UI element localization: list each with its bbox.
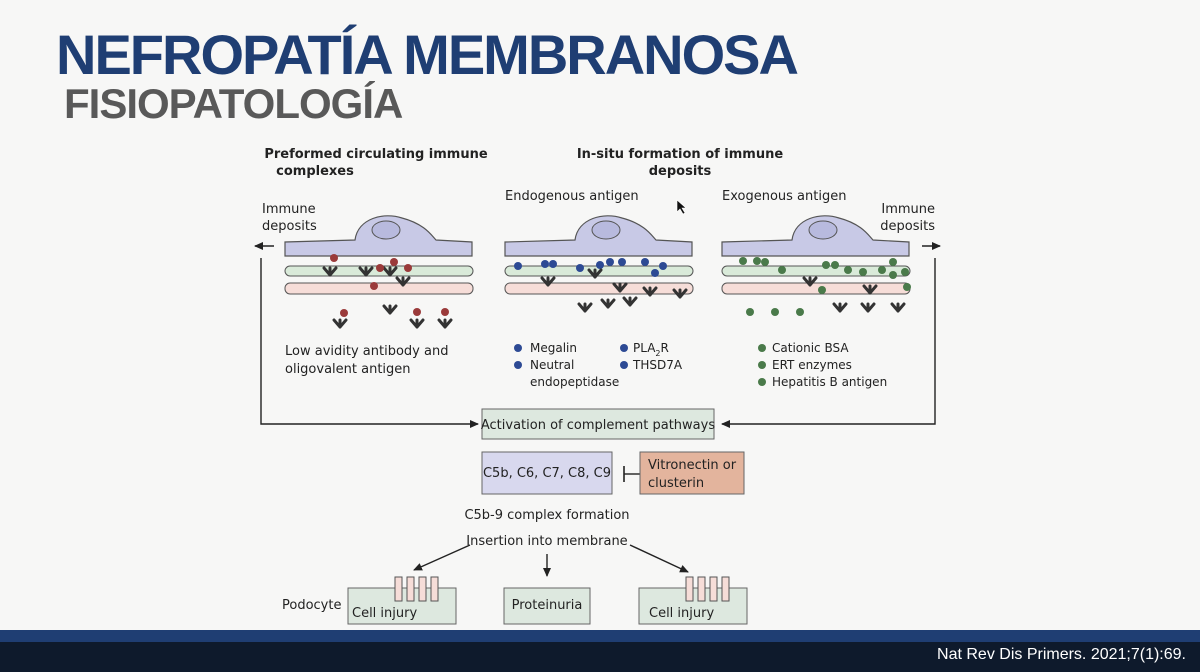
endothelium-right: [721, 282, 911, 295]
immune-deposits-left-line1: Immune: [262, 202, 316, 217]
inhibitor-line2: clusterin: [648, 476, 704, 491]
pathophysiology-diagram: Preformed circulating immune complexes I…: [254, 147, 941, 625]
podocyte-label: Podocyte: [282, 598, 341, 613]
podocyte-nucleus-left: [371, 220, 401, 240]
complement-label: C5b, C6, C7, C8, C9: [483, 466, 611, 481]
left-connector: [260, 258, 479, 428]
legend-neutral-line1: Neutral: [530, 358, 574, 372]
proteinuria-label: Proteinuria: [512, 598, 583, 613]
header-preformed-line2: complexes: [276, 164, 354, 179]
legend-ert-enzymes: ERT enzymes: [772, 358, 852, 372]
endothelium-middle: [504, 282, 694, 295]
podocyte-nucleus-right: [808, 220, 838, 240]
podocyte-nucleus-middle: [591, 220, 621, 240]
insertion-label: Insertion into membrane: [466, 534, 627, 549]
header-preformed-line1: Preformed circulating immune: [264, 147, 488, 162]
complex-formation-label: C5b-9 complex formation: [464, 508, 629, 523]
mouse-cursor: [676, 199, 687, 215]
legend-thsd7a: THSD7A: [632, 358, 683, 372]
proteinuria-box: [503, 587, 591, 625]
panel-exogenous: [721, 215, 911, 316]
cell-injury-right-box: [638, 576, 748, 625]
slide-title: NEFROPATÍA MEMBRANOSA: [56, 23, 799, 86]
exogenous-antigen-label: Exogenous antigen: [722, 189, 846, 204]
legend-megalin: Megalin: [530, 341, 577, 355]
exogenous-legend: Cationic BSA ERT enzymes Hepatitis B ant…: [758, 341, 887, 389]
legend-hepatitis-b: Hepatitis B antigen: [772, 375, 887, 389]
cell-injury-left-box: [347, 576, 457, 625]
arrow-to-right-injury: [629, 544, 689, 573]
legend-pla2r: PLA2R: [633, 341, 669, 358]
left-caption-line1: Low avidity antibody and: [285, 344, 448, 359]
cell-injury-left-label: Cell injury: [352, 606, 417, 621]
inhibitor-box: [639, 451, 745, 495]
citation: Nat Rev Dis Primers. 2021;7(1):69.: [937, 646, 1186, 663]
legend-cationic-bsa: Cationic BSA: [772, 341, 849, 355]
complement-box: [481, 451, 613, 495]
header-insitu-line1: In-situ formation of immune: [577, 147, 784, 162]
legend-neutral-line2: endopeptidase: [530, 375, 619, 389]
panel-preformed: [284, 215, 474, 329]
endogenous-legend: Megalin Neutral endopeptidase PLA2R THSD…: [514, 341, 683, 389]
activation-box: [481, 408, 715, 440]
endogenous-antigen-label: Endogenous antigen: [505, 189, 639, 204]
immune-deposits-left-line2: deposits: [262, 219, 317, 234]
footer-bar: [0, 642, 1200, 672]
immune-deposits-right-line2: deposits: [880, 219, 935, 234]
right-connector: [721, 258, 936, 428]
inhibitor-line1: Vitronectin or: [648, 458, 737, 473]
activation-label: Activation of complement pathways: [481, 418, 715, 433]
endothelium-left: [284, 282, 474, 295]
footer-accent-bar: [0, 630, 1200, 642]
panel-endogenous: [504, 215, 694, 313]
header-insitu-line2: deposits: [649, 164, 712, 179]
left-caption-line2: oligovalent antigen: [285, 362, 411, 377]
cell-injury-right-label: Cell injury: [649, 606, 714, 621]
arrow-to-left-injury: [413, 544, 471, 571]
immune-deposits-right-line1: Immune: [881, 202, 935, 217]
slide-subtitle: FISIOPATOLOGÍA: [64, 80, 403, 127]
